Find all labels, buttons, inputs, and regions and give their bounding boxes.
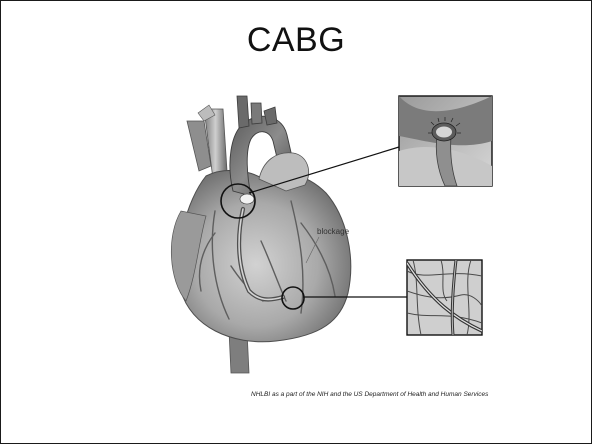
coronary-anastomosis-inset [407, 260, 482, 335]
vena-cava [187, 105, 227, 179]
image-credit: NHLBI as a part of the NIH and the US De… [251, 391, 491, 399]
aortic-branches [237, 96, 277, 128]
blockage-label: blockage [317, 227, 350, 236]
heart-body [179, 170, 351, 341]
aortic-anastomosis-inset [399, 96, 492, 186]
